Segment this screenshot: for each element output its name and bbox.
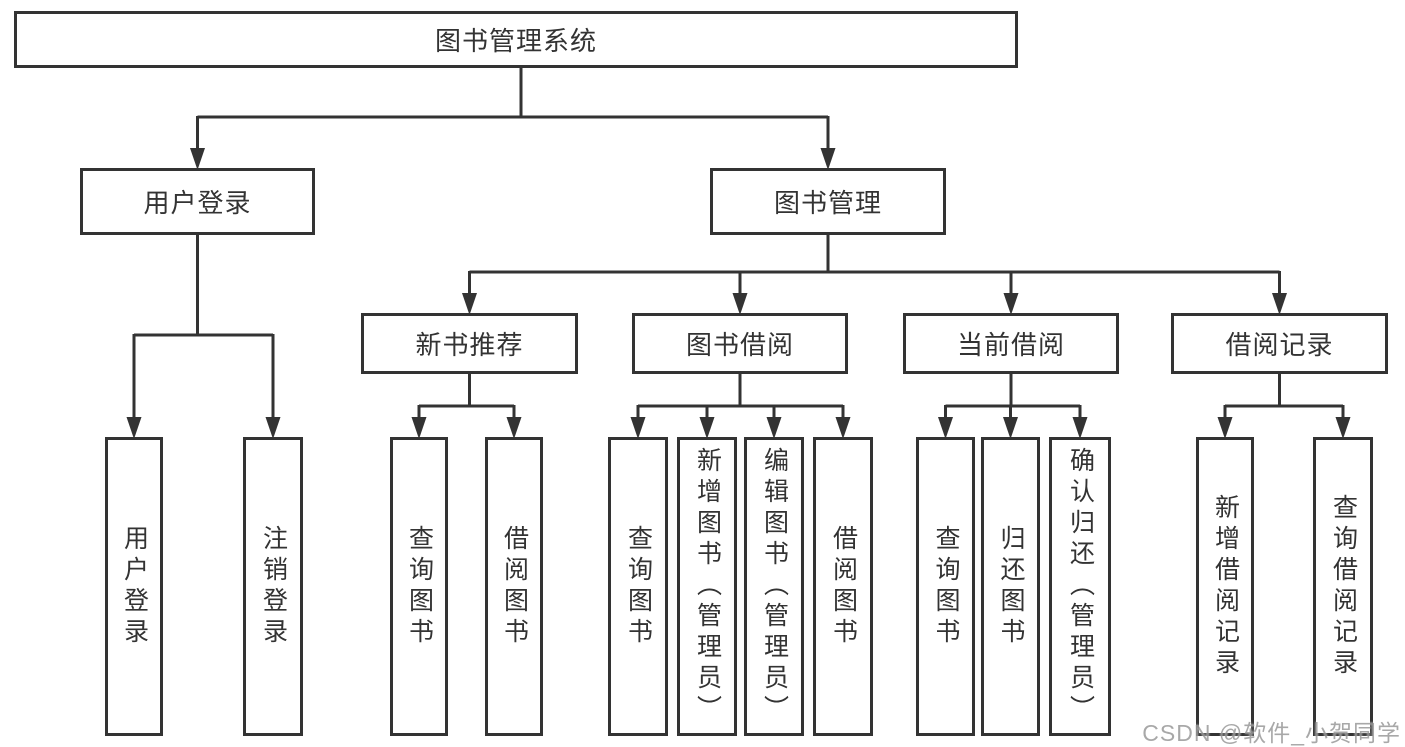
node-return-books: 归还图书 xyxy=(981,437,1040,736)
node-book-mgmt: 图书管理 xyxy=(710,168,946,235)
arrowhead-icon xyxy=(732,293,748,315)
node-add-books: 新增图书（管理员） xyxy=(677,437,737,736)
arrowhead-icon xyxy=(411,417,427,439)
node-label: 借阅图书 xyxy=(500,524,529,649)
node-confirm-return: 确认归还（管理员） xyxy=(1049,437,1111,736)
arrowhead-icon xyxy=(1003,417,1018,439)
node-label: 编辑图书（管理员） xyxy=(760,447,789,726)
node-label: 借阅图书 xyxy=(829,524,858,649)
arrowhead-icon xyxy=(938,417,953,439)
arrowhead-icon xyxy=(835,417,851,439)
arrowhead-icon xyxy=(766,417,782,439)
node-logout: 注销登录 xyxy=(243,437,303,736)
node-root: 图书管理系统 xyxy=(14,11,1018,68)
arrowhead-icon xyxy=(506,417,522,439)
arrowhead-icon xyxy=(265,417,281,439)
arrowhead-icon xyxy=(699,417,715,439)
arrowhead-icon xyxy=(126,417,142,439)
arrowhead-icon xyxy=(1217,417,1233,439)
node-new-book-rec: 新书推荐 xyxy=(361,313,578,374)
arrowhead-icon xyxy=(1003,293,1019,315)
node-label: 查询图书 xyxy=(932,524,960,649)
node-label: 查询图书 xyxy=(624,524,653,649)
node-label: 借阅记录 xyxy=(1225,330,1334,360)
arrowhead-icon xyxy=(190,148,205,170)
node-query-borrow-record: 查询借阅记录 xyxy=(1313,437,1373,736)
node-borrow-records: 借阅记录 xyxy=(1171,313,1388,374)
node-book-borrow: 图书借阅 xyxy=(632,313,848,374)
node-query-books-borrow: 查询图书 xyxy=(608,437,668,736)
node-borrow-books-rec: 借阅图书 xyxy=(485,437,543,736)
node-label: 新增借阅记录 xyxy=(1211,493,1240,680)
arrowhead-icon xyxy=(1335,417,1351,439)
node-label: 新书推荐 xyxy=(415,330,524,360)
node-label: 图书借阅 xyxy=(685,330,794,360)
node-edit-books: 编辑图书（管理员） xyxy=(744,437,804,736)
arrowhead-icon xyxy=(1072,417,1088,439)
node-add-borrow-record: 新增借阅记录 xyxy=(1196,437,1254,736)
node-user-login-action: 用户登录 xyxy=(105,437,163,736)
node-borrow-books: 借阅图书 xyxy=(813,437,873,736)
node-label: 归还图书 xyxy=(997,524,1025,649)
node-label: 查询图书 xyxy=(405,524,434,649)
node-label: 新增图书（管理员） xyxy=(693,447,722,726)
arrowhead-icon xyxy=(820,148,836,170)
node-label: 用户登录 xyxy=(120,524,149,649)
node-query-books-current: 查询图书 xyxy=(916,437,975,736)
node-label: 当前借阅 xyxy=(956,330,1065,360)
node-current-borrow: 当前借阅 xyxy=(903,313,1119,374)
node-label: 确认归还（管理员） xyxy=(1066,447,1095,726)
node-label: 图书管理 xyxy=(773,188,882,218)
node-label: 图书管理系统 xyxy=(434,26,597,56)
node-label: 用户登录 xyxy=(143,188,252,218)
node-label: 注销登录 xyxy=(259,524,288,649)
arrowhead-icon xyxy=(1272,293,1287,315)
node-query-books-rec: 查询图书 xyxy=(390,437,448,736)
node-user-login: 用户登录 xyxy=(80,168,315,235)
arrowhead-icon xyxy=(630,417,646,439)
arrowhead-icon xyxy=(462,293,477,315)
node-label: 查询借阅记录 xyxy=(1329,493,1358,680)
